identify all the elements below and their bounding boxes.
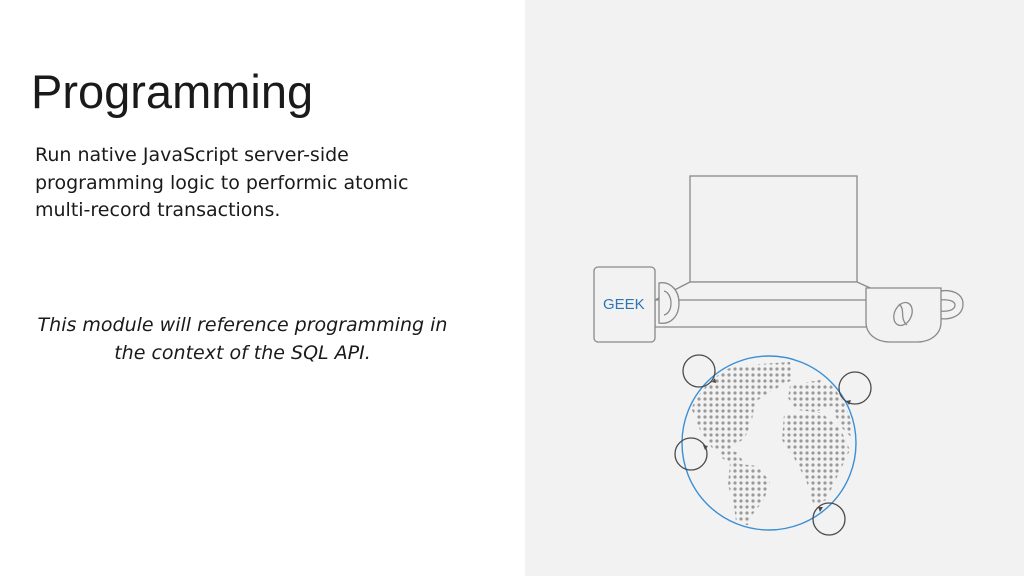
laptop-icon (654, 175, 898, 328)
globe-icon (681, 355, 857, 531)
orbit-circles (674, 354, 872, 536)
slide-title: Programming (31, 65, 314, 118)
orbit-circle-bottom-icon (812, 502, 846, 536)
slide-description: Run native JavaScript server-side progra… (35, 144, 409, 221)
geek-mug-icon: GEEK (593, 266, 680, 343)
orbit-circle-right-icon (838, 371, 872, 405)
mug-label: GEEK (603, 296, 645, 313)
slide-note: This module will reference programming i… (37, 314, 448, 364)
orbit-circle-left-icon (674, 437, 708, 471)
text-panel: Programming Run native JavaScript server… (31, 65, 448, 364)
coffee-cup-icon (865, 287, 964, 343)
orbit-circle-top-left-icon (682, 354, 716, 388)
developer-illustration: GEEK (593, 175, 964, 536)
